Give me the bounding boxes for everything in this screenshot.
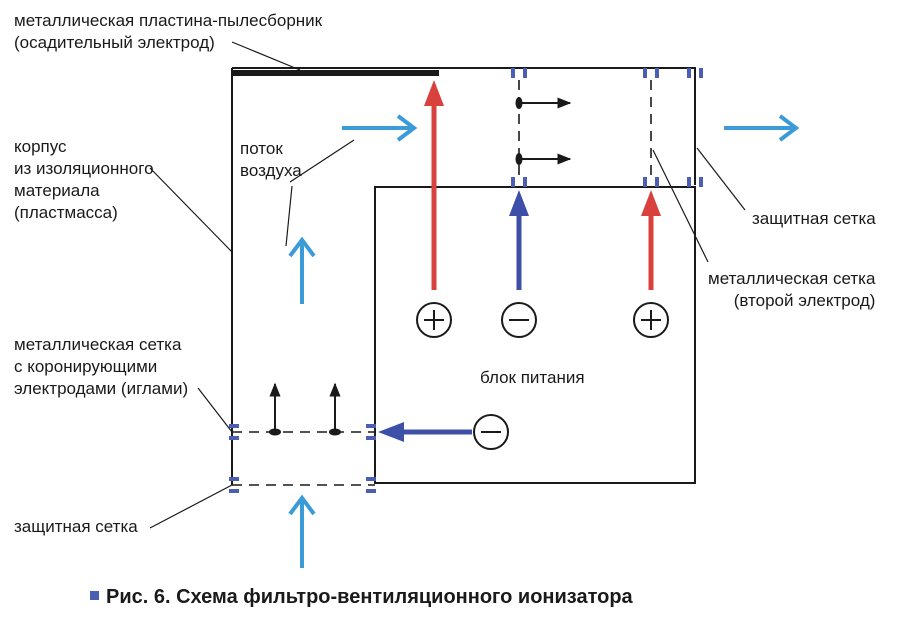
figure-caption: Рис. 6. Схема фильтро-вентиляционного ио… <box>90 586 633 609</box>
protective-grid-bottom-label: защитная сетка <box>14 517 138 536</box>
collector-plate <box>232 70 439 76</box>
airflow-arrow-intake <box>288 494 316 568</box>
corona-grid-label: металлическая сетка с коронирующими элек… <box>14 335 189 398</box>
plus-terminal-right <box>633 302 669 338</box>
minus-terminal-bottom <box>473 414 509 450</box>
leader-lines <box>149 41 746 529</box>
power-unit-label: блок питания <box>480 368 585 387</box>
housing-label: корпус из изоляционного материала (пласт… <box>14 137 154 222</box>
corona-column-upper <box>511 68 572 187</box>
airflow-arrow-top <box>342 114 418 142</box>
positive-arrow-right <box>641 190 661 290</box>
caption-bullet-icon <box>90 591 99 600</box>
second-electrode-grid <box>643 68 659 187</box>
positive-arrow-left <box>424 80 444 290</box>
airflow-arrow-up-mid <box>288 236 316 304</box>
protective-grid-right-label: защитная сетка <box>752 209 876 228</box>
bottom-protective-grid <box>229 477 376 493</box>
right-protective-grid <box>687 68 703 187</box>
airflow-label: поток воздуха <box>240 139 302 180</box>
housing-outline <box>231 67 696 485</box>
negative-arrow-bottom <box>378 422 472 442</box>
airflow-arrow-exit <box>724 114 800 142</box>
second-electrode-label: металлическая сетка (второй электрод) <box>708 269 876 310</box>
minus-terminal-mid <box>501 302 537 338</box>
bottom-corona-grid <box>229 382 376 440</box>
collector-label: металлическая пластина-пылесборник (осад… <box>14 11 323 52</box>
negative-arrow-mid <box>509 190 529 290</box>
plus-terminal-left <box>416 302 452 338</box>
